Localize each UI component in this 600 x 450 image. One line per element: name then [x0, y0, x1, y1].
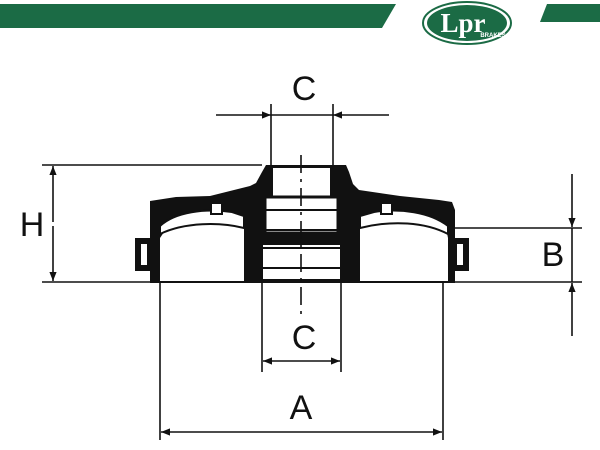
logo-text: Lpr [440, 8, 485, 38]
bolt-hole-right [380, 202, 393, 215]
drum-section [135, 165, 469, 283]
rim-groove-left [159, 209, 245, 236]
drum-cavity-left [160, 215, 244, 282]
label-a: A [290, 389, 313, 427]
logo-subtext: BRAKES [480, 33, 505, 39]
label-h: H [20, 206, 45, 244]
label-b: B [542, 236, 565, 274]
drum-cavity-right [360, 214, 448, 282]
header-band-left [0, 4, 396, 28]
label-c-top: C [292, 70, 317, 108]
dimension-b: B [455, 174, 582, 336]
dimension-c-top: C [216, 70, 389, 165]
bolt-hole-left [210, 202, 223, 215]
header-band-right [540, 4, 600, 22]
label-c-bottom: C [292, 319, 317, 357]
dimension-a: A [159, 282, 444, 440]
lpr-logo: Lpr BRAKES [422, 1, 512, 45]
dimension-h: H [20, 164, 262, 283]
rim-groove-right [359, 209, 449, 236]
header-band [0, 4, 600, 28]
dimension-c-bottom: C [261, 282, 342, 372]
